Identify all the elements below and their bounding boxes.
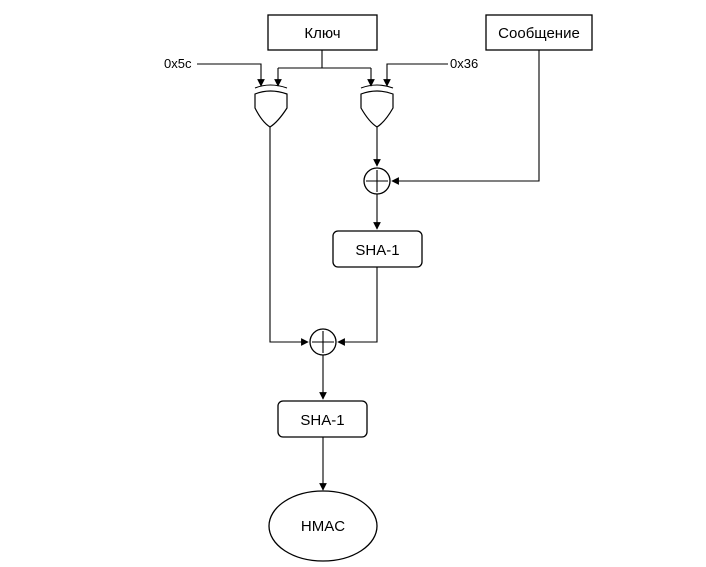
hmac-node: HMAC bbox=[268, 490, 378, 562]
xor-left-gate bbox=[254, 84, 288, 128]
sha-inner-node: SHA-1 bbox=[332, 230, 423, 268]
concat-outer-icon bbox=[309, 328, 337, 356]
key-node: Ключ bbox=[267, 14, 378, 51]
sha-outer-node: SHA-1 bbox=[277, 400, 368, 438]
opad-label: 0x5c bbox=[164, 56, 192, 71]
opad-wire bbox=[197, 63, 265, 87]
ipad-wire bbox=[383, 63, 448, 87]
key-label: Ключ bbox=[304, 25, 340, 42]
hmac-label: HMAC bbox=[301, 518, 345, 535]
key-wires bbox=[274, 50, 375, 87]
sha-inner-label: SHA-1 bbox=[355, 242, 399, 259]
message-wire bbox=[391, 50, 540, 185]
message-label: Сообщение bbox=[498, 25, 580, 42]
sha-inner-to-concat-wire bbox=[337, 267, 378, 346]
xor-right-gate bbox=[360, 84, 394, 128]
xor-left-to-concat-wire bbox=[269, 127, 309, 346]
ipad-label: 0x36 bbox=[450, 56, 478, 71]
sha-outer-label: SHA-1 bbox=[300, 412, 344, 429]
concat-inner-icon bbox=[363, 167, 391, 195]
message-node: Сообщение bbox=[485, 14, 593, 51]
